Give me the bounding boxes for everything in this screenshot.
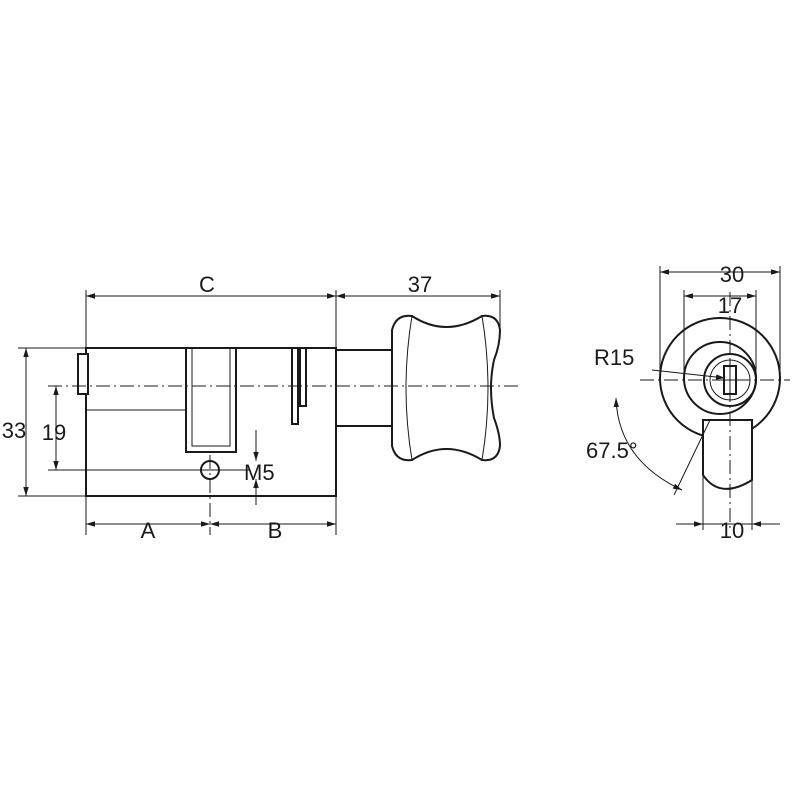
dim-label-angle: 67.5° xyxy=(586,438,638,463)
dim-label-37: 37 xyxy=(408,272,432,297)
dim-label-19: 19 xyxy=(42,420,66,445)
cam-slot xyxy=(185,348,237,453)
keyway-slot xyxy=(723,365,737,395)
dim-label-r15: R15 xyxy=(594,345,634,370)
knob-shaft xyxy=(335,349,393,427)
dim-label-17: 17 xyxy=(718,293,742,318)
knob-curve-right xyxy=(481,315,489,461)
end-view: 30 17 R15 67.5° 10 xyxy=(586,262,790,543)
dim-label-b: B xyxy=(268,518,283,543)
ring-groove-2 xyxy=(299,347,307,407)
dim-arc-angle xyxy=(613,397,683,491)
dim-label-10: 10 xyxy=(720,518,744,543)
cylinder-body xyxy=(85,347,337,497)
cam-slot-inner xyxy=(191,348,231,447)
dim-label-m5: M5 xyxy=(244,460,275,485)
dim-label-a: A xyxy=(141,518,156,543)
side-view: C 37 33 19 A B M5 xyxy=(2,272,520,543)
end-cap xyxy=(77,353,89,395)
knob-curve-left xyxy=(405,315,413,461)
dim-line-angle xyxy=(673,419,711,496)
dim-label-30: 30 xyxy=(720,262,744,287)
dim-label-c: C xyxy=(199,272,215,297)
dim-label-33: 33 xyxy=(2,418,26,443)
dim-line-r15 xyxy=(651,369,726,380)
cam-tail xyxy=(702,419,753,490)
thumb-turn-knob xyxy=(391,314,502,462)
